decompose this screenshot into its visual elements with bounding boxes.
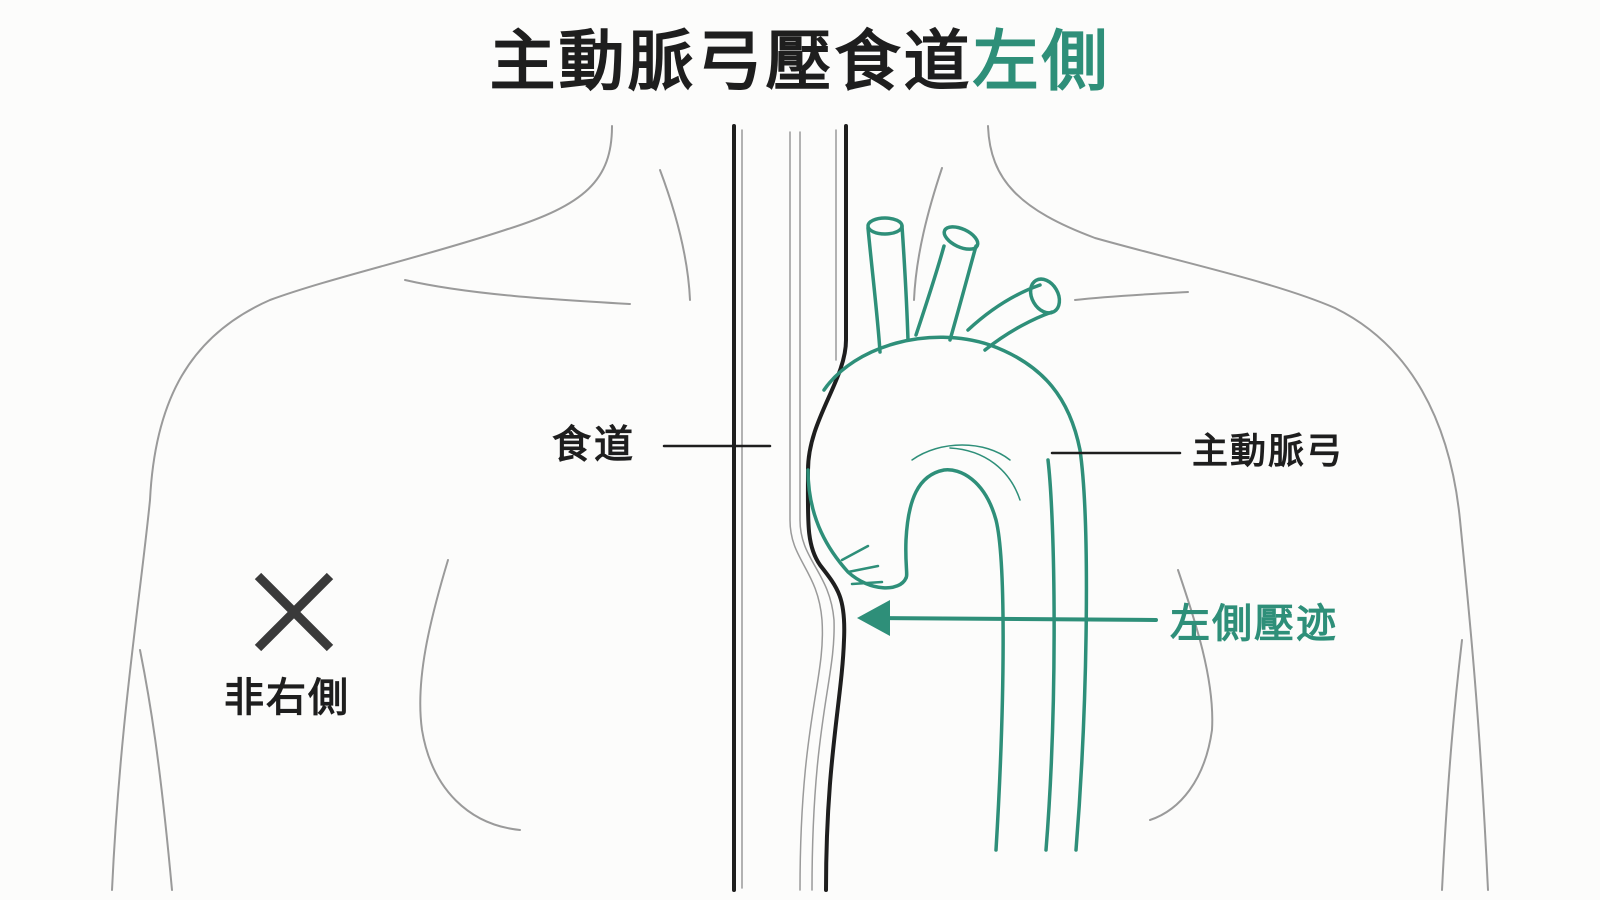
- vessel-opening: [1028, 277, 1062, 315]
- esophagus-inner-line: [789, 131, 824, 891]
- torso-outline: [111, 125, 1489, 891]
- aorta-inner-contour: [949, 447, 1021, 501]
- vessel-brachiocephalic: [900, 224, 910, 342]
- arm-right: [1441, 639, 1463, 891]
- neck-muscle-right: [913, 167, 943, 301]
- leader-lines: [662, 444, 1182, 622]
- aorta-outer: [822, 335, 1089, 852]
- pressure-mark: [846, 564, 880, 574]
- page-title: 主動脈弓壓食道左側: [0, 22, 1600, 101]
- label-aortic-arch: 主動脈弓: [1192, 431, 1345, 472]
- trapezius-left: [404, 279, 631, 305]
- arrow-left-icon: [857, 600, 890, 636]
- esophagus-right-wall: [805, 124, 848, 892]
- arm-left: [139, 649, 173, 891]
- neck-left: [111, 125, 613, 891]
- vessel-carotid: [914, 244, 946, 337]
- aorta-descending-inner: [904, 468, 1005, 852]
- vessel-opening: [942, 225, 980, 251]
- vessel-subclavian: [966, 283, 1042, 332]
- aortic-arch: [806, 216, 1089, 852]
- pressure-mark: [850, 580, 884, 586]
- pectoral-right: [1149, 569, 1214, 821]
- vessel-brachiocephalic: [866, 226, 882, 354]
- pressure-mark: [840, 544, 870, 562]
- aorta-inner-contour: [911, 444, 1011, 461]
- title-accent: 左側: [972, 23, 1111, 100]
- neck-muscle-left: [659, 169, 691, 301]
- cross-mark-icon: [254, 572, 334, 652]
- leader-impression: [874, 616, 1158, 622]
- label-not-right: 非右側: [224, 675, 350, 721]
- trapezius-right: [1074, 291, 1189, 301]
- vessel-subclavian: [983, 310, 1054, 352]
- label-esophagus: 食道: [552, 423, 637, 468]
- vessel-opening: [866, 216, 904, 236]
- vessel-carotid: [948, 244, 978, 342]
- label-left-impression: 左側壓迹: [1170, 601, 1338, 647]
- neck-right: [987, 125, 1489, 891]
- aorta-inner: [1044, 458, 1056, 852]
- pectoral-left: [419, 559, 521, 831]
- title-main: 主動脈弓壓食道: [489, 23, 973, 100]
- esophagus-inner-line: [799, 131, 835, 891]
- esophagus: [732, 124, 848, 892]
